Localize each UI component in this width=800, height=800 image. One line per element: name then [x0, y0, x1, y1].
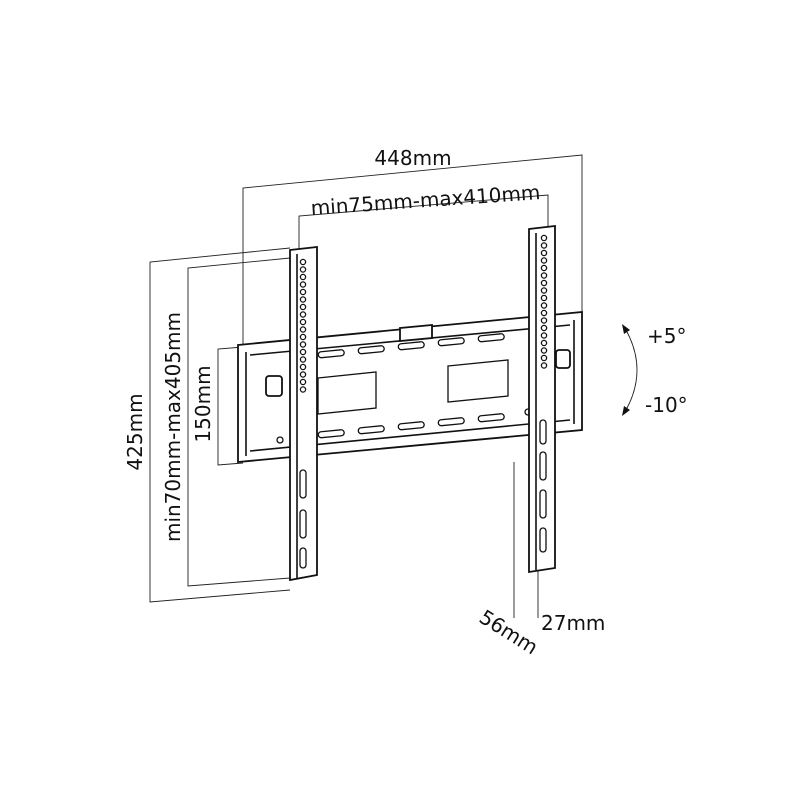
left-arm-hole	[299, 281, 307, 288]
dimension-lines	[149, 154, 583, 618]
safety-clip	[399, 324, 433, 342]
right-arm-hole	[540, 309, 548, 317]
right-arm-hole	[540, 242, 548, 249]
right-arm-hole	[540, 264, 548, 272]
tilt-down-label: -10°	[645, 393, 688, 417]
overall-height-label: 425mm	[123, 393, 147, 470]
depth-min-label: 27mm	[541, 611, 605, 635]
upper-slot-row	[317, 333, 505, 359]
left-arm-slot-2	[299, 509, 307, 539]
left-arm-hole	[299, 273, 307, 281]
left-arm-hole	[299, 266, 307, 273]
left-arm-hole	[299, 378, 307, 386]
right-arm-hole	[540, 234, 548, 242]
overall-width-dimension-line	[242, 154, 583, 348]
right-arm-hole	[540, 339, 548, 347]
right-arm-hole	[540, 302, 548, 309]
right-arm-hole	[540, 249, 548, 257]
depth-max-label: 56mm	[475, 605, 542, 659]
left-arm-hole	[299, 318, 307, 326]
left-arm-hole	[299, 303, 307, 311]
left-arm-hole	[299, 333, 307, 341]
wall-plate-height-dimension-line	[217, 346, 244, 466]
left-arm-hole	[299, 341, 307, 348]
vesa-height-label: min70mm-max405mm	[161, 312, 185, 542]
right-arm-hole	[540, 257, 548, 264]
right-arm-slot-2	[539, 451, 547, 481]
vesa-width-label: min75mm-max410mm	[310, 180, 541, 220]
right-arm-hole	[540, 294, 548, 302]
left-arm-hole	[299, 386, 307, 393]
tilt-arrow-down-head	[622, 406, 630, 416]
left-arm-hole	[299, 258, 307, 266]
right-vertical-arm	[528, 224, 556, 574]
left-arm-hole	[299, 326, 307, 333]
right-arm-hole	[540, 332, 548, 339]
tilt-arrow-up-head	[622, 324, 630, 334]
left-arm-hole	[299, 356, 307, 363]
right-arm-hole	[540, 324, 548, 332]
right-arm-slot-4	[539, 527, 547, 553]
overall-width-label: 448mm	[374, 146, 451, 170]
left-arm-hole	[299, 371, 307, 378]
tilt-knob-left	[265, 375, 283, 397]
right-arm-hole	[540, 347, 548, 354]
left-arm-hole	[299, 348, 307, 356]
wall-plate-cutout-left	[317, 371, 377, 415]
left-arm-hole	[299, 296, 307, 303]
right-arm-hole	[540, 362, 548, 369]
tilt-knob-right	[555, 349, 571, 369]
left-arm-hole	[299, 311, 307, 318]
right-arm-hole	[540, 287, 548, 294]
left-vertical-arm	[289, 245, 318, 582]
left-arm-holes	[299, 258, 307, 393]
left-arm-hole	[299, 363, 307, 371]
left-arm-slot-1	[299, 469, 307, 499]
left-arm-hole	[299, 288, 307, 296]
right-arm-hole	[540, 279, 548, 287]
right-arm-hole	[540, 317, 548, 324]
vesa-width-dimension-line	[298, 194, 549, 250]
wall-plate-height-label: 150mm	[191, 365, 215, 442]
vesa-height-dimension-line	[187, 257, 291, 587]
tilt-up-label: +5°	[647, 324, 686, 348]
overall-height-dimension-line	[149, 247, 291, 603]
right-arm-slot-1	[539, 419, 547, 445]
right-arm-holes	[540, 234, 548, 369]
right-arm-hole	[540, 272, 548, 279]
lower-slot-row	[317, 413, 505, 439]
wall-plate-body	[237, 311, 583, 463]
tilt-arrow	[622, 324, 638, 416]
left-arm-slot-3	[299, 547, 307, 569]
right-arm-slot-3	[539, 489, 547, 519]
wall-plate-cutout-right	[447, 359, 509, 403]
right-arm-hole	[540, 354, 548, 362]
wall-plate	[237, 311, 583, 463]
